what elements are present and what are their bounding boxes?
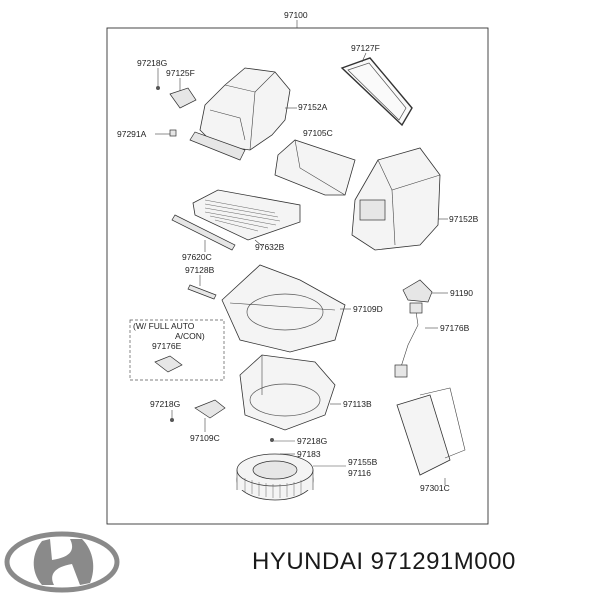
label-97109c: 97113B bbox=[343, 399, 372, 409]
label-97183: 97183 bbox=[297, 449, 321, 459]
label-97113b: 97109C bbox=[190, 433, 220, 443]
part-97128b bbox=[187, 284, 217, 300]
flaps-97301c bbox=[396, 387, 466, 476]
blower-lower-97109c bbox=[239, 354, 336, 431]
gasket-97127f bbox=[340, 57, 413, 127]
label-97218g-mid: 97218G bbox=[150, 399, 180, 409]
resistor-97176e bbox=[154, 355, 183, 373]
label-97109d: 97109D bbox=[353, 304, 383, 314]
cover-97105c bbox=[274, 139, 356, 196]
blower-motor-97155b bbox=[236, 453, 314, 501]
harness-97176b bbox=[394, 302, 423, 378]
label-97291a: 97291A bbox=[117, 129, 147, 139]
full-auto-note-box bbox=[129, 319, 225, 381]
label-97116: 97116 bbox=[348, 468, 371, 478]
label-97127f: 97127F bbox=[351, 43, 380, 53]
label-97218g-low: 97218G bbox=[297, 436, 327, 446]
diagram-frame bbox=[106, 27, 489, 525]
part-caption: HYUNDAI 971291M000 bbox=[252, 548, 516, 575]
label-97632b: 97632B bbox=[255, 242, 285, 252]
resistor-97113b bbox=[194, 399, 226, 419]
label-97176e: 97176E bbox=[152, 341, 182, 351]
upper-case-97152a bbox=[189, 67, 291, 161]
label-97128b: 97128B bbox=[185, 265, 215, 275]
hyundai-logo bbox=[4, 531, 120, 593]
actuator-97125f bbox=[156, 86, 197, 109]
filter-97632b bbox=[192, 189, 301, 241]
label-91190: 91190 bbox=[450, 288, 473, 298]
label-97301c: 97301C bbox=[420, 483, 450, 493]
label-97152a: 97152A bbox=[298, 102, 328, 112]
connector-91190 bbox=[402, 279, 433, 303]
bracket-97620c bbox=[171, 214, 236, 251]
label-97105c: 97105C bbox=[303, 128, 333, 138]
label-97218g-top: 97218G bbox=[137, 58, 167, 68]
label-97125f: 97125F bbox=[166, 68, 195, 78]
label-97176b: 97176B bbox=[440, 323, 470, 333]
note-line-2: A/CON) bbox=[175, 331, 205, 341]
note-line-1: (W/ FULL AUTO bbox=[133, 321, 195, 331]
label-97155b: 97155B bbox=[348, 457, 378, 467]
label-97152b: 97152B bbox=[449, 214, 479, 224]
blower-upper-97109d bbox=[221, 264, 346, 353]
label-97100: 97100 bbox=[284, 10, 308, 20]
lower-case-97152b bbox=[351, 147, 441, 251]
label-97620c: 97620C bbox=[182, 252, 212, 262]
